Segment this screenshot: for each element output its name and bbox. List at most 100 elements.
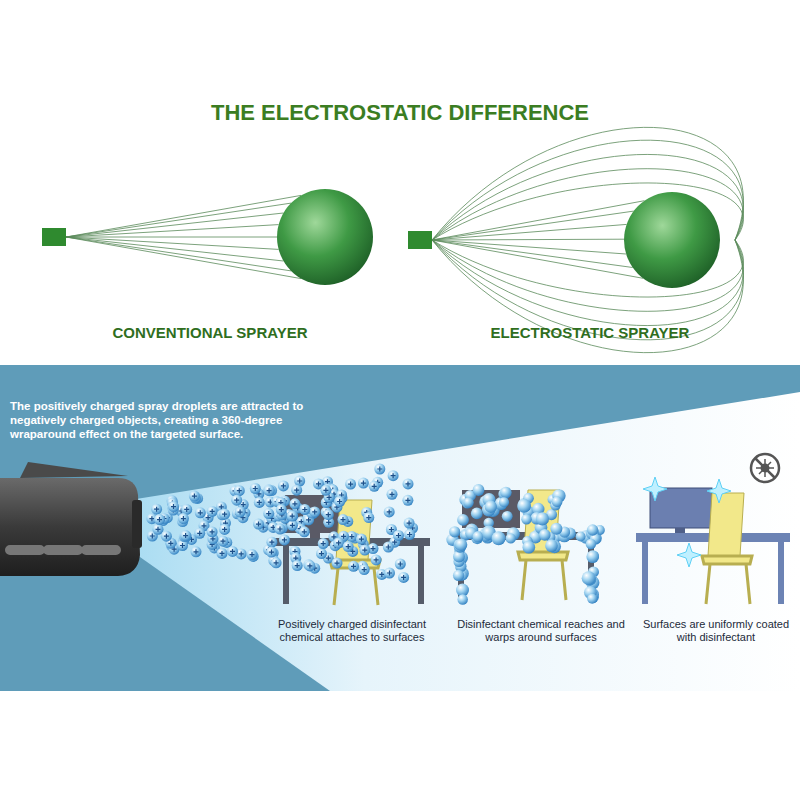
plus-sign (150, 534, 155, 539)
plus-sign (401, 575, 406, 580)
plus-sign (192, 494, 197, 499)
droplet (457, 514, 469, 526)
plus-sign (267, 488, 272, 493)
plus-sign (274, 560, 279, 565)
droplet (231, 495, 242, 506)
plus-sign (250, 552, 255, 557)
droplet (304, 560, 315, 571)
plus-sign (290, 523, 295, 528)
plus-sign (348, 482, 353, 487)
gun-body (0, 478, 140, 576)
droplet (333, 537, 344, 548)
plus-sign (253, 486, 258, 491)
desk-leg (418, 546, 424, 604)
droplet (384, 568, 395, 579)
plus-sign (239, 551, 244, 556)
explanation-note: The positively charged spray droplets ar… (10, 400, 320, 441)
desk-scene (636, 477, 790, 604)
droplet (168, 501, 179, 512)
droplet (271, 557, 282, 568)
plus-sign (278, 527, 283, 532)
droplet (287, 511, 298, 522)
spray-line (66, 203, 291, 237)
plus-sign (319, 551, 324, 556)
chair-seat (702, 556, 752, 604)
nozzle (42, 228, 66, 246)
droplet (180, 530, 191, 541)
sparkles (643, 477, 731, 567)
droplet (500, 487, 512, 499)
plus-sign (210, 529, 215, 534)
droplet (582, 571, 596, 585)
target-sphere (277, 189, 373, 285)
plus-sign (337, 499, 342, 504)
target-sphere (624, 192, 720, 288)
plus-sign (407, 521, 412, 526)
plus-sign (374, 557, 379, 562)
plus-sign (222, 527, 227, 532)
droplet (266, 537, 277, 548)
plus-sign (164, 534, 169, 539)
plus-sign (341, 534, 346, 539)
droplet (363, 512, 374, 523)
sprayer-label: CONVENTIONAL SPRAYER (60, 324, 360, 342)
droplet (473, 484, 485, 496)
droplet (455, 538, 467, 550)
plus-sign (210, 509, 215, 514)
plus-sign (154, 507, 159, 512)
plus-sign (184, 507, 189, 512)
plus-sign (279, 507, 284, 512)
droplet (309, 506, 320, 517)
droplet (207, 506, 218, 517)
spray-line (66, 237, 277, 238)
desk-scene (275, 495, 430, 605)
droplet (299, 526, 310, 537)
plus-sign (269, 540, 274, 545)
desk-leg (283, 546, 289, 604)
plus-sign (391, 473, 396, 478)
droplet (263, 484, 274, 495)
droplet (207, 526, 218, 537)
gun-nozzle (132, 500, 142, 548)
plus-sign (221, 539, 226, 544)
plus-sign (197, 531, 202, 536)
droplet (247, 549, 258, 560)
droplet (521, 514, 531, 524)
plus-sign (202, 523, 207, 528)
droplet (219, 509, 230, 520)
chair-back (708, 493, 744, 556)
droplet (323, 509, 334, 520)
droplet (384, 506, 395, 517)
plus-sign (326, 512, 331, 517)
plus-sign (220, 551, 225, 556)
droplet (403, 478, 414, 489)
desk-leg (642, 542, 648, 604)
plus-sign (149, 516, 154, 521)
droplet (522, 541, 535, 554)
plus-sign (359, 537, 364, 542)
plus-sign (387, 571, 392, 576)
droplet (395, 559, 406, 570)
plus-sign (325, 479, 330, 484)
droplet (178, 513, 189, 524)
plus-sign (371, 546, 376, 551)
chair-seat (518, 552, 568, 600)
droplet (463, 497, 473, 507)
gun-top (20, 462, 128, 478)
droplet (263, 508, 274, 519)
plus-sign (326, 520, 331, 525)
droplet (276, 504, 287, 515)
droplet (517, 499, 531, 513)
plus-sign (326, 556, 331, 561)
plus-sign (256, 522, 261, 527)
sprayer-gun (0, 462, 142, 576)
plus-sign (302, 529, 307, 534)
droplet (371, 554, 382, 565)
droplet (576, 531, 586, 541)
plus-sign (181, 516, 186, 521)
droplet (334, 496, 345, 507)
plus-sign (292, 501, 297, 506)
plus-sign (168, 541, 173, 546)
droplet (318, 538, 329, 549)
